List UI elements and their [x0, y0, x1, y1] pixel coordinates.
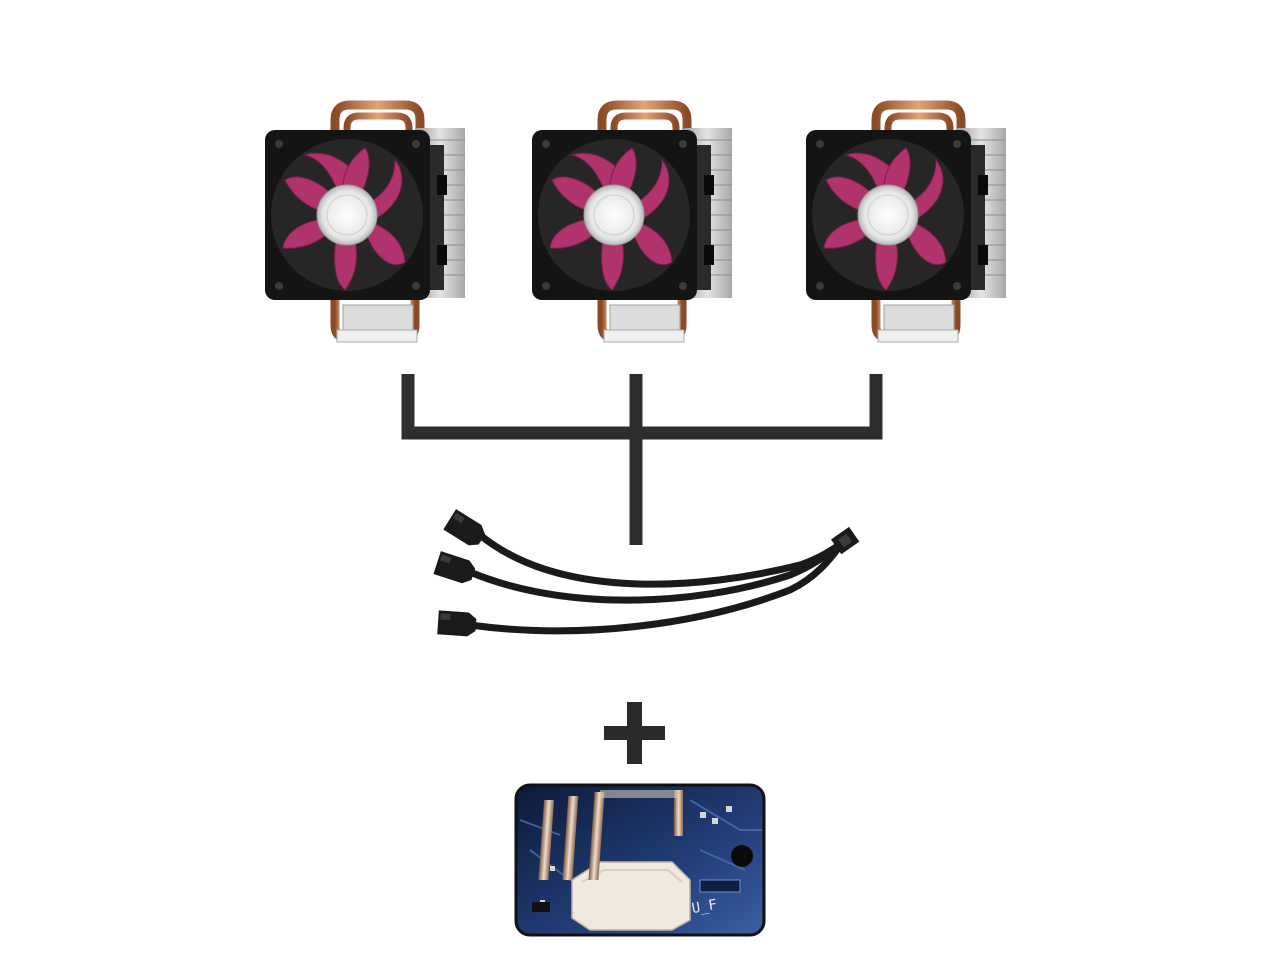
cpu-cooler-1 [265, 105, 465, 342]
cpu-cooler-2 [532, 105, 732, 342]
cpu-cooler-3 [806, 105, 1006, 342]
header-pin-1 [538, 800, 555, 880]
male-connector [831, 526, 860, 555]
fan-header-photo: CPU_F [514, 783, 766, 937]
fan-splitter-cable [433, 509, 860, 637]
header-pin-3 [588, 792, 605, 880]
female-connector-2 [433, 551, 478, 586]
female-connector-1 [443, 509, 489, 550]
plus-symbol [604, 702, 665, 764]
female-connector-3 [437, 610, 477, 637]
header-pin-2 [562, 796, 579, 880]
connector-bracket [401, 374, 883, 545]
